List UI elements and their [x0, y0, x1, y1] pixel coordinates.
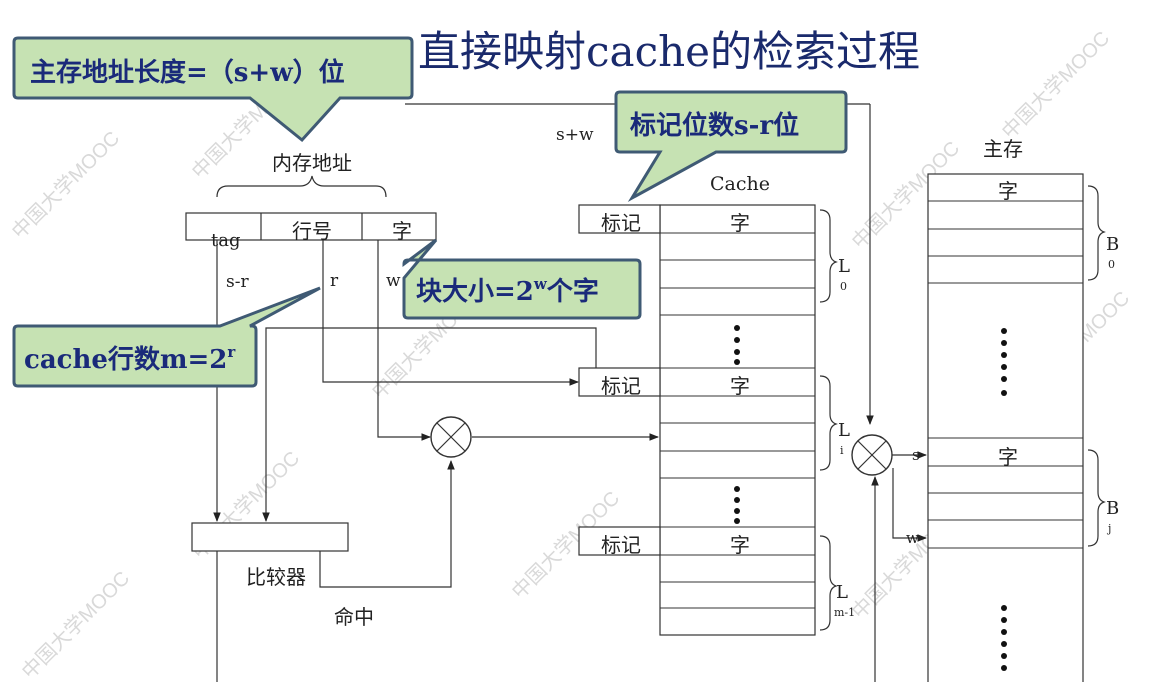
bits-word-label: w: [386, 271, 401, 291]
page-title: 直接映射cache的检索过程: [418, 27, 920, 76]
cache-line-sub-i: i: [840, 444, 844, 457]
memory-block-label-j: B: [1106, 498, 1119, 519]
cache-tag-text-m1: 标记: [601, 533, 641, 557]
svg-text:主存地址长度=（s+w）位: 主存地址长度=（s+w）位: [30, 57, 345, 88]
cache-line-sub-0: 0: [840, 280, 847, 293]
memory-table: [927, 173, 1084, 682]
cache-word-text-m1: 字: [730, 533, 750, 557]
memory-label: 主存: [983, 137, 1023, 161]
cache-ellipsis: [734, 325, 740, 524]
memory-input-s: s: [912, 446, 920, 464]
line-index-arrow: [322, 240, 579, 386]
memory-mux: [851, 434, 893, 476]
memory-ellipsis: [1001, 328, 1007, 671]
memory-input-w: w: [906, 529, 919, 547]
address-field-tag: tag: [211, 230, 241, 251]
comparator-to-mux: [319, 460, 455, 588]
cache-line-sub-m1: m-1: [834, 606, 855, 619]
memory-block-sub-j: j: [1106, 522, 1111, 535]
callout-tag-bits: 标记位数s-r位: [614, 90, 848, 203]
total-bits-label: s+w: [556, 125, 594, 145]
address-field-line: 行号: [292, 219, 332, 243]
svg-text:中国大学MOOC: 中国大学MOOC: [7, 127, 124, 244]
hit-label: 命中: [334, 605, 374, 629]
cache-word-text-i: 字: [730, 374, 750, 398]
callout-address-length: 主存地址长度=（s+w）位: [12, 36, 414, 143]
word-select-arrow: [377, 240, 431, 441]
callout-block-size: 块大小=2w个字: [402, 238, 642, 320]
cache-label: Cache: [710, 173, 770, 195]
address-field-word: 字: [392, 219, 412, 243]
bits-line-label: r: [330, 271, 339, 291]
cache-word-text-0: 字: [730, 211, 750, 235]
cache-tag-cell-m1: [578, 526, 661, 556]
cache-mux: [430, 416, 472, 458]
svg-text:中国大学MOOC: 中国大学MOOC: [997, 27, 1114, 144]
memory-block-braces: [1087, 185, 1106, 547]
cache-tag-text-i: 标记: [601, 374, 641, 398]
svg-text:中国大学MOOC: 中国大学MOOC: [17, 567, 134, 682]
svg-text:cache行数m=2r: cache行数m=2r: [24, 343, 236, 375]
cache-line-braces: [819, 209, 838, 631]
cache-line-label-0: L: [838, 256, 850, 277]
comparator-label: 比较器: [246, 565, 306, 589]
memory-word-text-0: 字: [998, 179, 1018, 203]
cache-tag-cell-i: [578, 367, 661, 397]
cache-tag-to-comparator: [262, 327, 597, 522]
comparator-box: [191, 522, 349, 552]
memory-w-arrow: [892, 468, 927, 542]
memory-block-label-0: B: [1106, 234, 1119, 255]
address-brace: [216, 175, 387, 198]
bits-tag-label: s-r: [226, 272, 249, 292]
cache-line-label-m1: L: [836, 582, 848, 603]
svg-text:块大小=2w个字: 块大小=2w个字: [416, 275, 599, 307]
address-box: [185, 212, 437, 241]
address-label: 内存地址: [272, 151, 352, 175]
cache-line-label-i: L: [838, 420, 850, 441]
memory-block-sub-0: 0: [1108, 258, 1115, 271]
cache-tag-text-0: 标记: [601, 211, 641, 235]
cache-table: [659, 204, 816, 636]
svg-text:标记位数s-r位: 标记位数s-r位: [630, 110, 799, 141]
cache-tag-cell-0: [578, 204, 661, 234]
callout-cache-lines: cache行数m=2r: [12, 286, 321, 388]
memory-word-text-j: 字: [998, 445, 1018, 469]
